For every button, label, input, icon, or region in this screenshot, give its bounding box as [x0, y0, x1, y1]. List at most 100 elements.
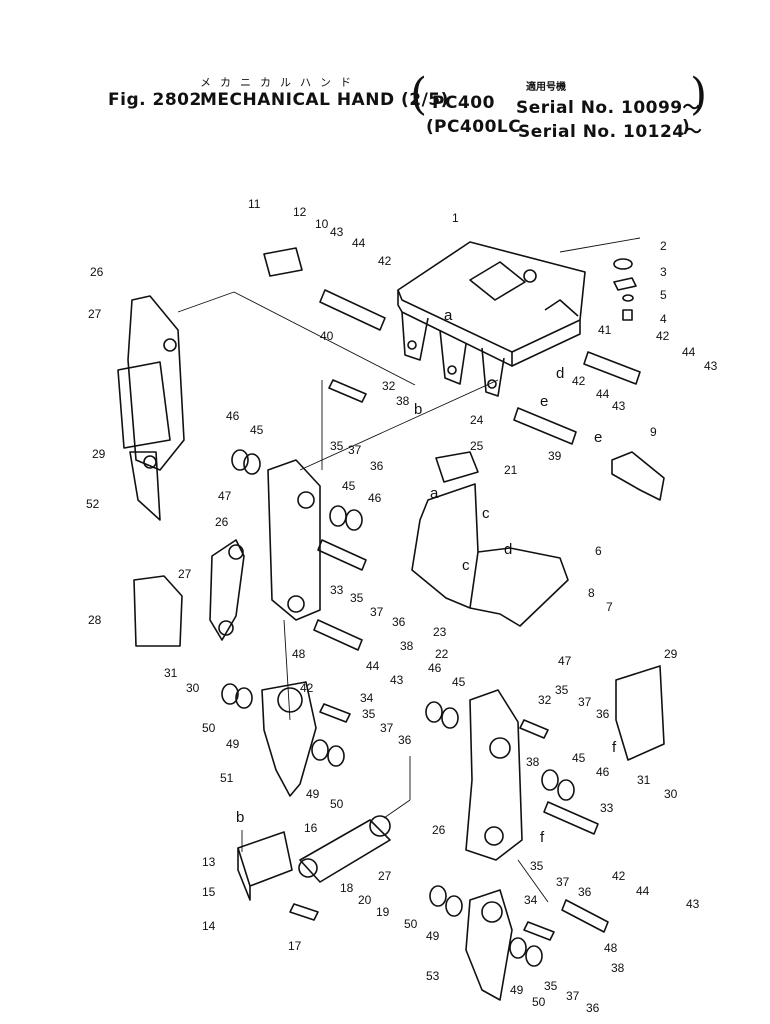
callout-52: 52 — [86, 497, 100, 511]
figure-title: MECHANICAL HAND (2/5) — [200, 90, 449, 110]
callout-13: 13 — [202, 855, 216, 869]
callout-10: 10 — [315, 217, 329, 231]
callout-15: 15 — [202, 885, 216, 899]
figure-number: Fig. 2802 — [108, 90, 202, 110]
callout-49-mid: 49 — [306, 787, 320, 801]
callout-46-mid: 46 — [428, 661, 442, 675]
ref-letter-c-mid: c — [462, 557, 470, 574]
callout-5: 5 — [660, 288, 667, 302]
callout-17: 17 — [288, 939, 302, 953]
callout-36-mid: 36 — [398, 733, 412, 747]
callout-42-mid: 42 — [572, 374, 586, 388]
callout-43-top: 43 — [330, 225, 344, 239]
callout-24: 24 — [470, 413, 484, 427]
reference-letters: a a b b c c d d e e f f — [236, 307, 617, 846]
callout-35-right: 35 — [555, 683, 569, 697]
callout-42-top: 42 — [378, 254, 392, 268]
callout-37-center: 37 — [370, 605, 384, 619]
callout-36-claw: 36 — [586, 1001, 600, 1015]
callout-35-top: 35 — [330, 439, 344, 453]
part-guard-plate — [411, 451, 569, 627]
callout-45-center: 45 — [342, 479, 356, 493]
callout-22: 22 — [435, 647, 449, 661]
callout-45-mid: 45 — [452, 675, 466, 689]
callout-34-center: 34 — [360, 691, 374, 705]
part-claw-right — [465, 889, 513, 1001]
callout-26-left: 26 — [90, 265, 104, 279]
part-bracket-13 — [237, 831, 293, 901]
callout-44-right: 44 — [682, 345, 696, 359]
callout-48-center: 48 — [292, 647, 306, 661]
callout-36-right: 36 — [596, 707, 610, 721]
ref-letter-b-top: b — [414, 401, 422, 418]
callout-35-center: 35 — [350, 591, 364, 605]
callout-48-bottom: 48 — [604, 941, 618, 955]
open-paren-bottom: ( — [426, 117, 435, 137]
callout-42-bottom: 42 — [612, 869, 626, 883]
callout-32-right: 32 — [538, 693, 552, 707]
part-clip-brackets — [263, 247, 665, 501]
callout-30-left: 30 — [186, 681, 200, 695]
callout-49-left: 49 — [426, 929, 440, 943]
title-kana: メカニカルハンド — [200, 76, 360, 89]
callout-9: 9 — [650, 425, 657, 439]
callout-37-claw: 37 — [566, 989, 580, 1003]
callout-1: 1 — [452, 211, 459, 225]
callout-44-mid: 44 — [596, 387, 610, 401]
ref-letter-c-guard: c — [482, 505, 490, 522]
callout-47-center: 47 — [218, 489, 232, 503]
callout-26-right: 26 — [432, 823, 446, 837]
part-top-bracket — [397, 241, 586, 397]
serial-pc400lc: Serial No. 10124～ — [518, 122, 703, 142]
callout-43-bottom: 43 — [686, 897, 700, 911]
callout-18: 18 — [340, 881, 354, 895]
connection-lines — [177, 237, 641, 903]
callout-32-top: 32 — [382, 379, 396, 393]
callout-19: 19 — [376, 905, 390, 919]
part-assembled-hand-left — [117, 295, 185, 521]
callout-45-right: 45 — [572, 751, 586, 765]
ref-letter-a-top: a — [444, 307, 453, 324]
ref-letter-f-cover: f — [612, 739, 617, 756]
ref-letter-b-bottom: b — [236, 809, 244, 826]
ref-letter-d-top: d — [556, 365, 564, 382]
callout-31-left: 31 — [164, 666, 178, 680]
callout-35-bottom: 35 — [530, 859, 544, 873]
callout-35-mid: 35 — [362, 707, 376, 721]
callout-2: 2 — [660, 239, 667, 253]
callout-29-right: 29 — [664, 647, 678, 661]
callout-50-left: 50 — [404, 917, 418, 931]
part-hand-arm-center — [267, 459, 321, 621]
callout-38-right: 38 — [526, 755, 540, 769]
open-paren-top: ( — [410, 69, 428, 120]
part-hydraulic-cylinder — [209, 539, 391, 883]
callout-38-center: 38 — [400, 639, 414, 653]
callout-44-center: 44 — [366, 659, 380, 673]
callout-7: 7 — [606, 600, 613, 614]
callout-37-top: 37 — [348, 443, 362, 457]
ref-letter-f-arm: f — [540, 829, 545, 846]
callout-42-center: 42 — [300, 681, 314, 695]
model-pc400: PC400 — [432, 93, 495, 113]
callout-44-top: 44 — [352, 236, 366, 250]
callout-41: 41 — [598, 323, 612, 337]
callout-33-center: 33 — [330, 583, 344, 597]
callout-31-right: 31 — [637, 773, 651, 787]
callout-27-bottom: 27 — [378, 869, 392, 883]
callout-49-center: 49 — [226, 737, 240, 751]
ref-letter-e-mid: e — [540, 393, 548, 410]
callout-40: 40 — [320, 329, 334, 343]
part-covers — [133, 575, 665, 761]
callout-21: 21 — [504, 463, 518, 477]
part-retainer-hardware — [613, 258, 637, 321]
callout-34-right: 34 — [524, 893, 538, 907]
part-hand-arm-right — [465, 689, 523, 861]
callout-46-top: 46 — [226, 409, 240, 423]
callout-3: 3 — [660, 265, 667, 279]
model-pc400lc: PC400LC — [434, 117, 522, 137]
callout-27-left: 27 — [88, 307, 102, 321]
callout-30-right: 30 — [664, 787, 678, 801]
callout-8: 8 — [588, 586, 595, 600]
